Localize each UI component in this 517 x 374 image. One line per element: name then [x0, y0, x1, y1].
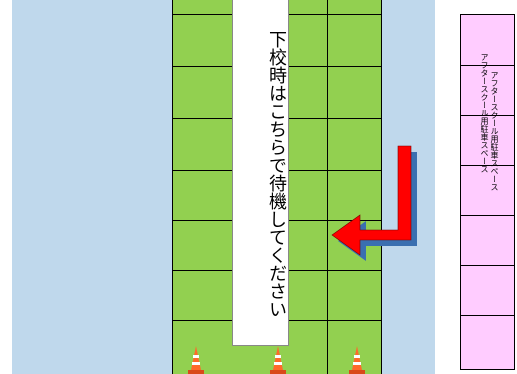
traffic-cone-icon: [349, 346, 365, 374]
panel-label: アフタースクール用駐車スペース: [480, 53, 489, 173]
panel-row-line: [461, 315, 514, 316]
traffic-cone-icon: [270, 346, 286, 374]
panel-row-line: [461, 165, 514, 166]
left-blue-area: [12, 0, 172, 374]
lane-column-divider: [327, 0, 328, 374]
after-school-parking-panel: アフタースクール用駐車スペース アフタースクール用駐車スペース: [460, 14, 515, 370]
lane-border-left: [172, 0, 173, 374]
panel-label-overlap: アフタースクール用駐車スペース: [490, 71, 499, 191]
lane-border-right: [381, 0, 382, 374]
sign-text: 下校時はこちらで待機してください: [266, 30, 287, 318]
panel-row-line: [461, 65, 514, 66]
right-blue-area: [382, 0, 435, 374]
panel-row-line: [461, 215, 514, 216]
waiting-sign: 下校時はこちらで待機してください: [232, 0, 289, 346]
traffic-cone-icon: [188, 346, 204, 374]
panel-row-line: [461, 115, 514, 116]
panel-row-line: [461, 265, 514, 266]
